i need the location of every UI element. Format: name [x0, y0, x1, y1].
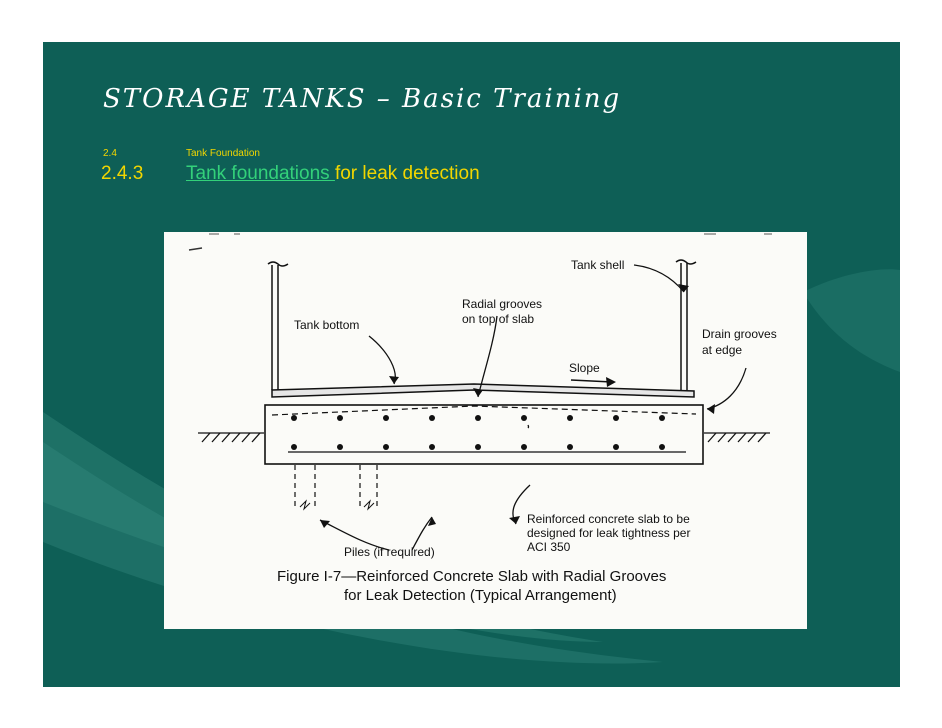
- tank-bottom-plate: [271, 383, 695, 398]
- rebar-top-row: [291, 415, 665, 421]
- ground-left: [198, 432, 264, 443]
- section-number-small: 2.4: [103, 148, 117, 159]
- figure-caption-line2: for Leak Detection (Typical Arrangement): [344, 587, 617, 604]
- section-number: 2.4.3: [101, 163, 144, 184]
- section-title-small: Tank Foundation: [186, 148, 260, 159]
- label-slab-2: designed for leak tightness per: [527, 526, 690, 540]
- piles: [294, 465, 378, 510]
- label-piles: Piles (if required): [344, 545, 435, 559]
- tank-shell-left: [267, 261, 289, 390]
- concrete-slab: [264, 404, 704, 465]
- tank-foundations-link[interactable]: Tank foundations: [186, 163, 335, 184]
- label-radial-grooves-1: Radial grooves: [462, 297, 542, 311]
- label-tank-shell: Tank shell: [571, 258, 624, 272]
- ground-right: [704, 432, 770, 443]
- slide: STORAGE TANKS – Basic Training 2.4 Tank …: [43, 42, 900, 687]
- figure-caption-line1: Figure I-7—Reinforced Concrete Slab with…: [277, 568, 666, 585]
- section-title: Tank foundations for leak detection: [186, 163, 480, 185]
- label-slab-1: Reinforced concrete slab to be: [527, 512, 690, 526]
- label-radial-grooves-2: on top of slab: [462, 312, 534, 326]
- section-title-rest: for leak detection: [334, 163, 480, 184]
- figure-image: Tank shell Radial grooves on top of slab…: [164, 232, 807, 629]
- tank-shell-right: [675, 259, 697, 390]
- rebar-bottom-row: [291, 444, 665, 450]
- label-slope: Slope: [569, 361, 600, 375]
- label-slab-3: ACI 350: [527, 540, 571, 554]
- label-tank-bottom: Tank bottom: [294, 318, 359, 332]
- slide-title: STORAGE TANKS – Basic Training: [103, 84, 622, 114]
- label-drain-grooves-1: Drain grooves: [702, 327, 777, 341]
- foundation-diagram: Tank shell Radial grooves on top of slab…: [188, 233, 777, 604]
- label-drain-grooves-2: at edge: [702, 343, 742, 357]
